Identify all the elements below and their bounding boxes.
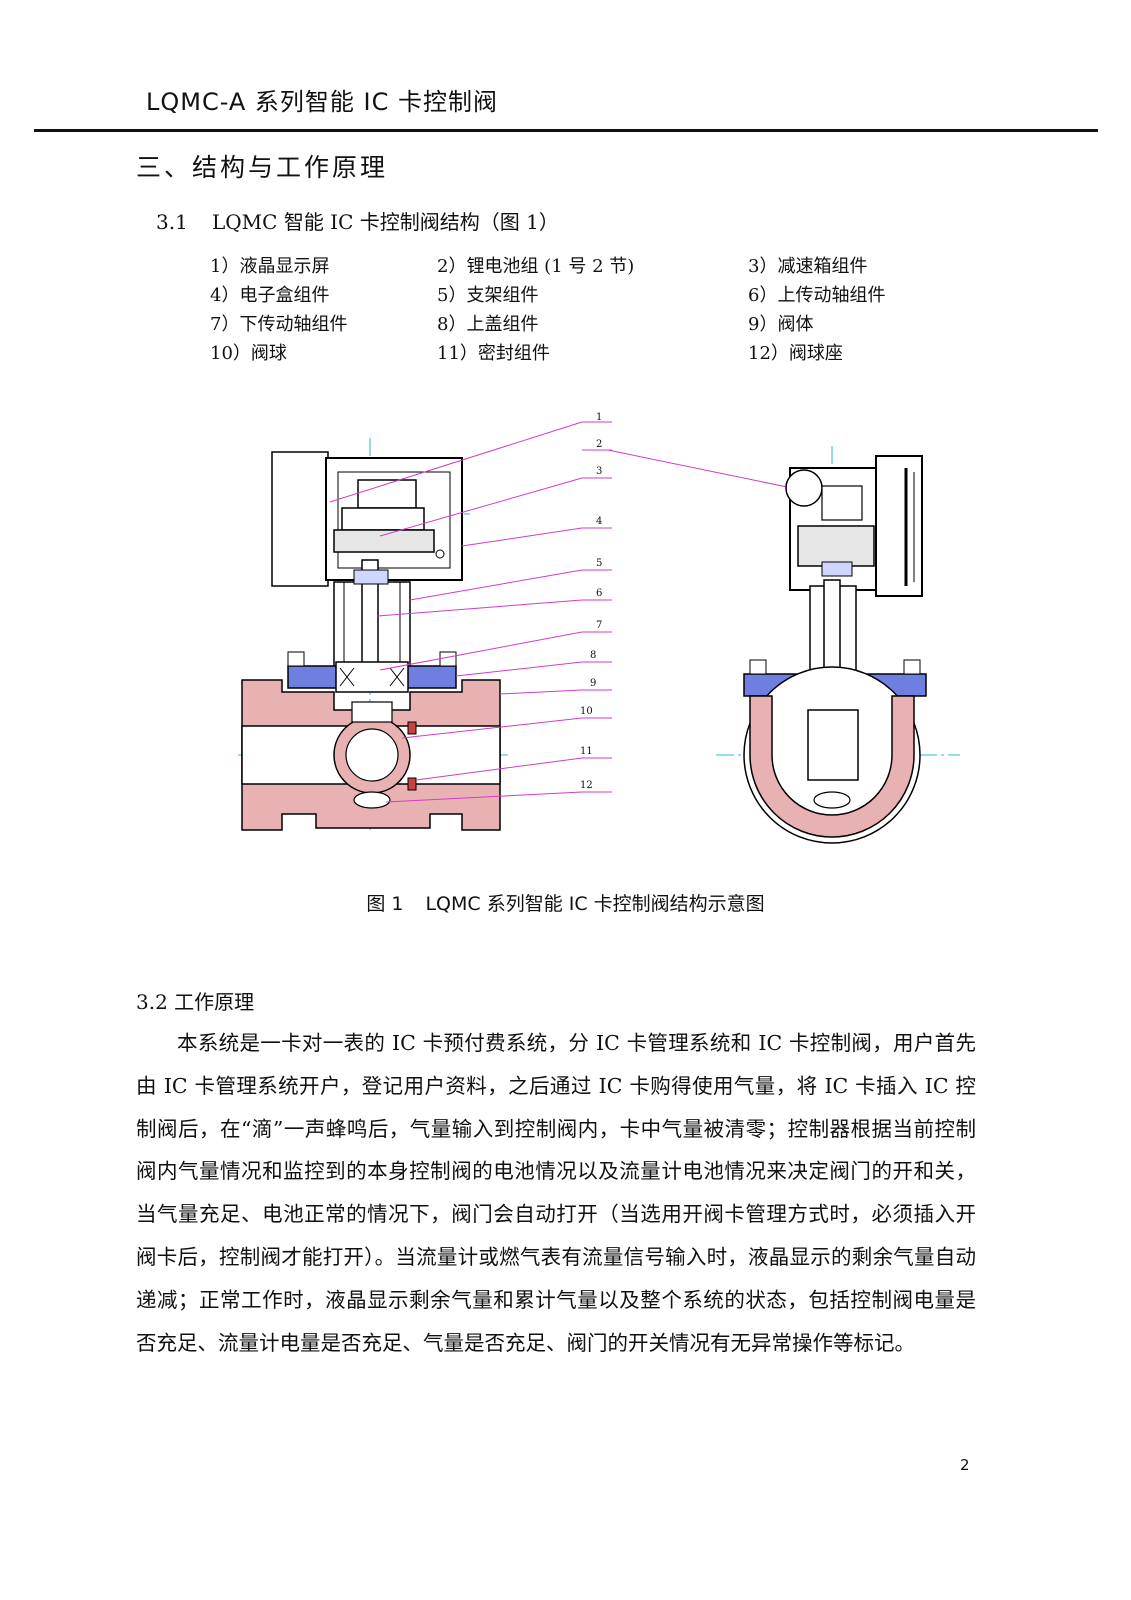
- callout-label: 8: [590, 650, 596, 661]
- part-item: 6）上传动轴组件: [748, 285, 886, 306]
- callout-label: 1: [596, 412, 602, 423]
- callout-label: 5: [596, 558, 602, 569]
- part-item: 7）下传动轴组件: [210, 314, 348, 335]
- part-item: 10）阀球: [210, 343, 287, 364]
- subsection-3-2-heading: 3.2 工作原理: [136, 990, 255, 1014]
- callout-label: 7: [596, 620, 602, 631]
- figure-caption: 图 1 LQMC 系列智能 IC 卡控制阀结构示意图: [0, 889, 1131, 916]
- page-number: 2: [960, 1456, 970, 1474]
- working-principle-paragraph: 本系统是一卡对一表的 IC 卡预付费系统，分 IC 卡管理系统和 IC 卡控制阀…: [136, 1031, 976, 1355]
- valve-structure-drawing: 1 2 3 4 5 6 7 8 9 10 11 12: [238, 412, 960, 844]
- part-item: 5）支架组件: [437, 285, 539, 306]
- side-view: [716, 446, 960, 844]
- callout-labels: 1 2 3 4 5 6 7 8 9 10 11 12: [580, 412, 602, 791]
- part-item: 12）阀球座: [748, 343, 843, 364]
- part-item: 9）阀体: [748, 314, 814, 335]
- subsection-title: LQMC 智能 IC 卡控制阀结构（图 1）: [212, 210, 559, 234]
- callout-leaders: [329, 421, 793, 803]
- figure-caption-label: 图 1: [366, 893, 404, 915]
- callout-label: 6: [596, 588, 602, 599]
- callout-label: 4: [596, 516, 602, 527]
- header-divider: [34, 129, 1098, 132]
- figure-caption-text: LQMC 系列智能 IC 卡控制阀结构示意图: [425, 893, 765, 915]
- callout-label: 2: [596, 439, 602, 450]
- part-item: 2）锂电池组 (1 号 2 节): [437, 256, 635, 277]
- callout-label: 9: [590, 678, 596, 689]
- part-item: 4）电子盒组件: [210, 285, 330, 306]
- subsection-3-1-heading: 3.1 LQMC 智能 IC 卡控制阀结构（图 1）: [156, 206, 559, 235]
- subsection-number: 3.1: [156, 210, 188, 234]
- part-item: 8）上盖组件: [437, 314, 539, 335]
- document-header-title: LQMC-A 系列智能 IC 卡控制阀: [146, 88, 498, 116]
- front-view: [238, 438, 508, 831]
- part-item: 3）减速箱组件: [748, 256, 868, 277]
- part-item: 11）密封组件: [437, 343, 550, 364]
- callout-label: 12: [580, 780, 593, 791]
- part-item: 1）液晶显示屏: [210, 256, 330, 277]
- callout-label: 10: [580, 706, 593, 717]
- callout-label: 3: [596, 466, 602, 477]
- section-title: 三、结构与工作原理: [136, 153, 389, 182]
- callout-label: 11: [580, 746, 593, 757]
